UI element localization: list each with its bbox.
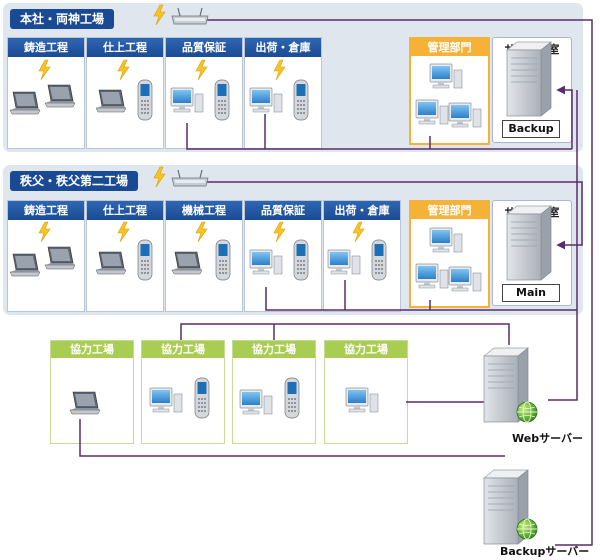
partner-label: 協力工場	[142, 341, 224, 358]
desktop-pc-icon	[170, 87, 204, 113]
dept-label: 出荷・倉庫	[245, 38, 321, 57]
partner-factory-4: 協力工場	[324, 340, 408, 444]
handheld-terminal-icon	[293, 79, 309, 121]
handheld-terminal-icon	[137, 79, 153, 121]
dept-label: 機械工程	[166, 201, 242, 220]
wireless-icon	[117, 59, 130, 81]
cc-bus-line	[265, 287, 577, 311]
laptop-icon	[9, 91, 41, 115]
wireless-icon	[38, 59, 51, 81]
cc-to-web-line	[548, 310, 578, 401]
router-icon	[171, 7, 209, 25]
dept-label: 鋳造工程	[8, 201, 84, 220]
wireless-icon	[38, 221, 51, 243]
dept-label: 鋳造工程	[8, 38, 84, 57]
handheld-terminal-icon	[284, 377, 300, 419]
globe-icon	[516, 401, 538, 423]
laptop-icon	[44, 246, 76, 270]
dept-label: 仕上工程	[87, 201, 163, 220]
mgmt-label: 管理部門	[411, 202, 488, 219]
desktop-pc-icon	[448, 102, 482, 128]
handheld-terminal-icon	[371, 239, 387, 281]
desktop-pc-icon	[249, 87, 283, 113]
partner-label: 協力工場	[51, 341, 133, 358]
wireless-icon	[153, 166, 166, 188]
backup-server-label: Backupサーバー	[500, 545, 590, 558]
desktop-pc-icon	[415, 99, 449, 125]
laptop-icon	[171, 251, 203, 275]
partner-bottom-line	[79, 419, 505, 457]
handheld-terminal-icon	[215, 239, 231, 281]
mgmt-label: 管理部門	[411, 39, 488, 56]
cc-main-label: Main	[502, 284, 560, 302]
partner-label: 協力工場	[233, 341, 315, 358]
cc-dept-casting: 鋳造工程	[7, 200, 85, 312]
desktop-pc-icon	[429, 227, 463, 253]
network-lines	[79, 19, 593, 546]
laptop-icon	[95, 89, 127, 113]
dept-label: 品質保証	[166, 38, 242, 57]
wireless-icon	[352, 221, 365, 243]
hq-dept-shipping: 出荷・倉庫	[244, 37, 322, 149]
wireless-icon	[153, 4, 166, 26]
hq-backup-label: Backup	[502, 120, 560, 138]
handheld-terminal-icon	[293, 239, 309, 281]
partner-label: 協力工場	[325, 341, 407, 358]
cc-dept-machining: 機械工程	[165, 200, 243, 312]
laptop-icon	[95, 251, 127, 275]
handheld-terminal-icon	[214, 79, 230, 121]
desktop-pc-icon	[149, 387, 183, 413]
partner-factory-3: 協力工場	[232, 340, 316, 444]
hq-mgmt-dept: 管理部門	[409, 37, 490, 145]
desktop-pc-icon	[415, 263, 449, 289]
wireless-icon	[195, 59, 208, 81]
hq-title: 本社・両神工場	[10, 9, 115, 29]
desktop-pc-icon	[249, 249, 283, 275]
router-icon	[171, 169, 209, 187]
hq-to-server-line	[556, 85, 573, 149]
desktop-pc-icon	[345, 387, 379, 413]
laptop-icon	[69, 391, 101, 415]
backup-server-icon	[506, 41, 552, 117]
cc-dept-quality: 品質保証	[244, 200, 322, 312]
desktop-pc-icon	[239, 389, 273, 415]
laptop-icon	[9, 253, 41, 277]
globe-icon	[516, 518, 538, 540]
desktop-pc-icon	[327, 249, 361, 275]
wireless-icon	[195, 221, 208, 243]
dept-label: 品質保証	[245, 201, 321, 220]
handheld-terminal-icon	[194, 377, 210, 419]
wireless-icon	[117, 221, 130, 243]
desktop-pc-icon	[448, 266, 482, 292]
wireless-icon	[273, 59, 286, 81]
backbone-line	[200, 19, 593, 546]
main-server-icon	[506, 205, 552, 281]
laptop-icon	[44, 84, 76, 108]
wireless-icon	[273, 221, 286, 243]
desktop-pc-icon	[429, 63, 463, 89]
web-server-label: Webサーバー	[512, 432, 583, 445]
dept-label: 出荷・倉庫	[324, 201, 400, 220]
handheld-terminal-icon	[137, 239, 153, 281]
dept-label: 仕上工程	[87, 38, 163, 57]
hq-bus-line	[186, 123, 572, 150]
partner-top-line	[180, 323, 510, 345]
chichibu-title: 秩父・秩父第二工場	[10, 171, 139, 191]
cc-router-line	[200, 181, 583, 250]
